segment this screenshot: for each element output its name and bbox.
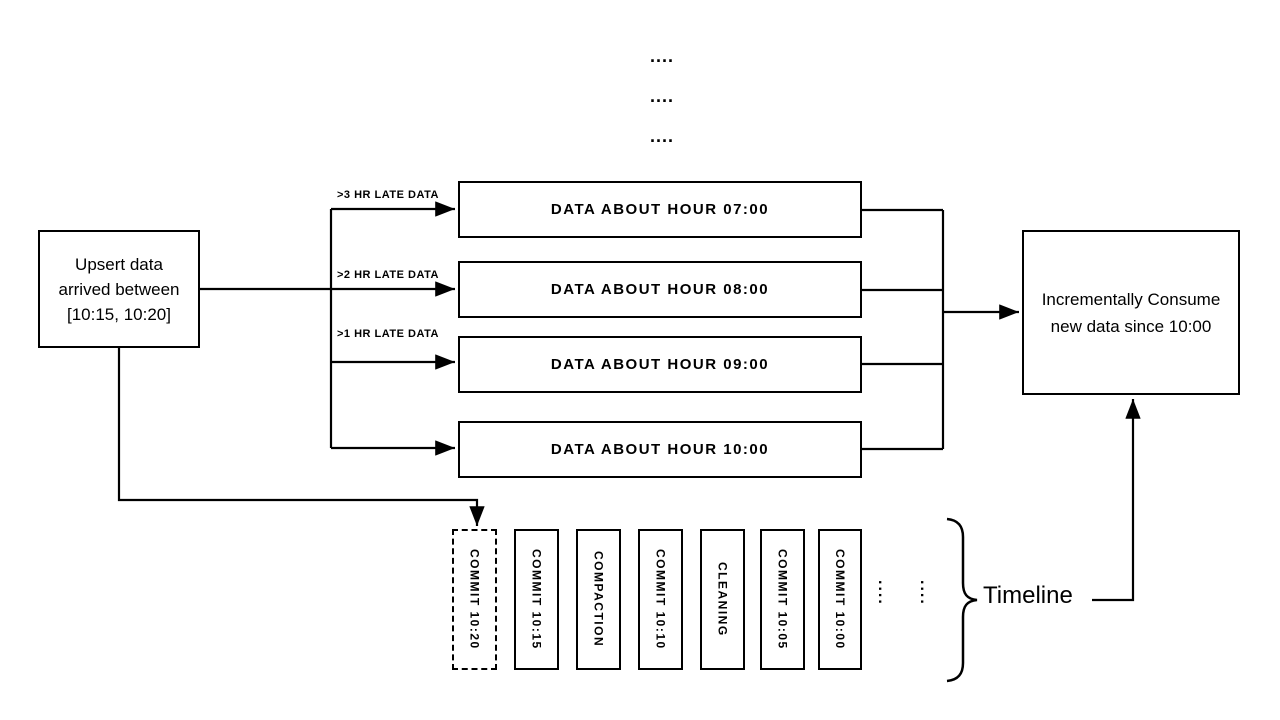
- commit-label: COMMIT 10:20: [467, 549, 482, 650]
- consume-line-1: Incrementally Consume: [1041, 289, 1221, 309]
- arrow-upsert-to-commit: [117, 348, 485, 526]
- late-label-2hr: >2 HR LATE DATA: [337, 269, 439, 281]
- timeline-brace: [946, 517, 978, 683]
- timeline-label: Timeline: [983, 582, 1073, 609]
- arrow-timeline-to-consume: [1092, 399, 1141, 602]
- compaction-box: COMPACTION: [576, 529, 621, 670]
- vertical-ellipsis: ....: [917, 580, 934, 606]
- commit-label: COMMIT 10:10: [653, 549, 668, 650]
- commit-label: COMMIT 10:05: [775, 549, 790, 650]
- upsert-box: Upsert data arrived between [10:15, 10:2…: [38, 230, 200, 348]
- top-ellipsis: ....: [649, 46, 674, 66]
- late-label-3hr: >3 HR LATE DATA: [337, 189, 439, 201]
- data-box-hour-0900: DATA ABOUT HOUR 09:00: [458, 336, 862, 393]
- commit-box-10-10: COMMIT 10:10: [638, 529, 683, 670]
- upsert-line-2: arrived between: [58, 279, 180, 299]
- top-ellipsis: ....: [649, 86, 674, 106]
- vertical-ellipsis: ....: [875, 580, 892, 606]
- cleaning-box: CLEANING: [700, 529, 745, 670]
- commit-label: CLEANING: [715, 562, 730, 637]
- commit-box-10-00: COMMIT 10:00: [818, 529, 862, 670]
- commit-box-10-05: COMMIT 10:05: [760, 529, 805, 670]
- commit-label: COMPACTION: [591, 551, 606, 648]
- consume-box: Incrementally Consume new data since 10:…: [1022, 230, 1240, 395]
- commit-box-10-15: COMMIT 10:15: [514, 529, 559, 670]
- data-box-hour-0700: DATA ABOUT HOUR 07:00: [458, 181, 862, 238]
- commit-box-10-20: COMMIT 10:20: [452, 529, 497, 670]
- upsert-line-3: [10:15, 10:20]: [67, 304, 171, 324]
- late-label-1hr: >1 HR LATE DATA: [337, 328, 439, 340]
- data-box-hour-0800: DATA ABOUT HOUR 08:00: [458, 261, 862, 318]
- commit-label: COMMIT 10:15: [529, 549, 544, 650]
- upsert-box-text: Upsert data arrived between [10:15, 10:2…: [59, 252, 180, 327]
- commit-label: COMMIT 10:00: [833, 549, 847, 650]
- data-box-hour-1000: DATA ABOUT HOUR 10:00: [458, 421, 862, 478]
- consume-line-2: new data since 10:00: [1050, 316, 1212, 336]
- consume-box-text: Incrementally Consume new data since 10:…: [1042, 286, 1221, 340]
- top-ellipsis: ....: [649, 126, 674, 146]
- upsert-line-1: Upsert data: [75, 254, 163, 274]
